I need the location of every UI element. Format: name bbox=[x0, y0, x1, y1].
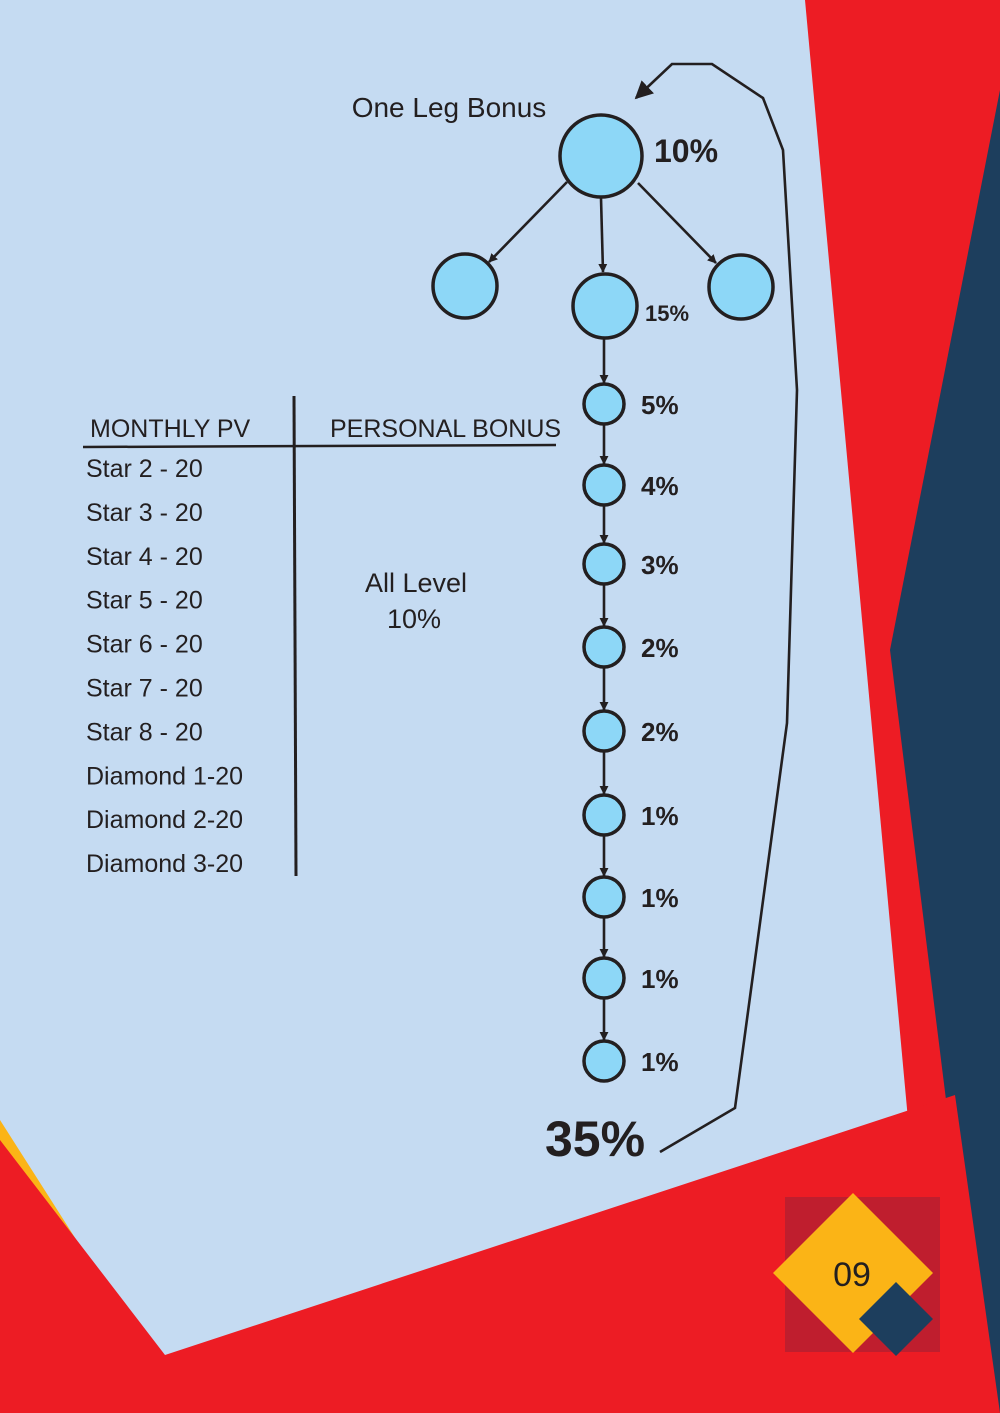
diagram-labels: 10% 15% 5% 4% 3% 2% 2% 1% 1% 1% 1% bbox=[641, 133, 718, 1077]
second-level-side-node bbox=[431, 252, 499, 320]
chain-node-percent: 4% bbox=[641, 471, 679, 501]
bonus-text-line1: All Level bbox=[365, 568, 467, 598]
table-row-label: Star 8 - 20 bbox=[86, 718, 203, 746]
table-row-label: Star 6 - 20 bbox=[86, 631, 203, 659]
diagram-nodes bbox=[431, 113, 775, 1083]
table-row-label: Diamond 2-20 bbox=[86, 806, 243, 834]
chain-node-percent: 1% bbox=[641, 964, 679, 994]
chain-node-percent: 5% bbox=[641, 390, 679, 420]
table-rows: Star 2 - 20 Star 3 - 20 Star 4 - 20 Star 5 … bbox=[86, 455, 243, 878]
chain-node-percent: 3% bbox=[641, 550, 679, 580]
connector-arrow bbox=[637, 182, 717, 264]
chain-node bbox=[582, 1039, 626, 1083]
one-leg-bonus-diagram: One Leg Bonus 10% 15% 5% 4% 3% 2% 2% 1% 1% 1% 1% 3… bbox=[352, 62, 799, 1167]
diagram-edges bbox=[488, 181, 717, 1041]
header-monthly-pv: MONTHLY PV bbox=[90, 415, 251, 443]
table-row-label: Star 2 - 20 bbox=[86, 455, 203, 483]
top-node-percent: 10% bbox=[654, 133, 718, 169]
table-row-label: Star 3 - 20 bbox=[86, 499, 203, 527]
table-row-label: Star 4 - 20 bbox=[86, 543, 203, 571]
header-personal-bonus: PERSONAL BONUS bbox=[330, 415, 561, 443]
table-row-label: Star 5 - 20 bbox=[86, 587, 203, 615]
chain-node bbox=[582, 956, 626, 1000]
loop-return-arrow bbox=[634, 62, 799, 1154]
table-vertical-divider bbox=[292, 395, 298, 877]
table-header-rule bbox=[82, 443, 557, 449]
second-level-percent: 15% bbox=[645, 301, 689, 326]
table-row-label: Diamond 3-20 bbox=[86, 850, 243, 878]
connector-arrow bbox=[598, 197, 608, 273]
chain-node bbox=[582, 625, 626, 669]
page-number: 09 bbox=[833, 1256, 871, 1294]
chain-node bbox=[582, 463, 626, 507]
red-bottom-band bbox=[0, 1095, 1000, 1413]
chain-node-percent: 1% bbox=[641, 883, 679, 913]
top-node bbox=[558, 113, 644, 199]
connector-arrow bbox=[488, 181, 568, 263]
table-row-label: Star 7 - 20 bbox=[86, 675, 203, 703]
second-level-side-node bbox=[707, 253, 775, 321]
pv-table: MONTHLY PV PERSONAL BONUS Star 2 - 20Sta… bbox=[82, 395, 561, 878]
chain-node bbox=[582, 382, 626, 426]
chain-node-percent: 1% bbox=[641, 801, 679, 831]
chain-node bbox=[582, 542, 626, 586]
chain-node bbox=[582, 793, 626, 837]
chain-node-percent: 1% bbox=[641, 1047, 679, 1077]
bonus-text-line2: 10% bbox=[387, 604, 441, 634]
total-percent: 35% bbox=[545, 1111, 645, 1167]
chain-node bbox=[582, 709, 626, 753]
chain-node-percent: 2% bbox=[641, 633, 679, 663]
page-number-badge: 09 bbox=[773, 1193, 940, 1356]
chain-node-percent: 2% bbox=[641, 717, 679, 747]
navy-right-band bbox=[890, 90, 1000, 1413]
table-row-label: Diamond 1-20 bbox=[86, 762, 243, 790]
second-level-center-node bbox=[571, 272, 639, 340]
badge-navy-diamond bbox=[859, 1282, 933, 1356]
chain-node bbox=[582, 875, 626, 919]
diagram-title: One Leg Bonus bbox=[352, 92, 547, 123]
